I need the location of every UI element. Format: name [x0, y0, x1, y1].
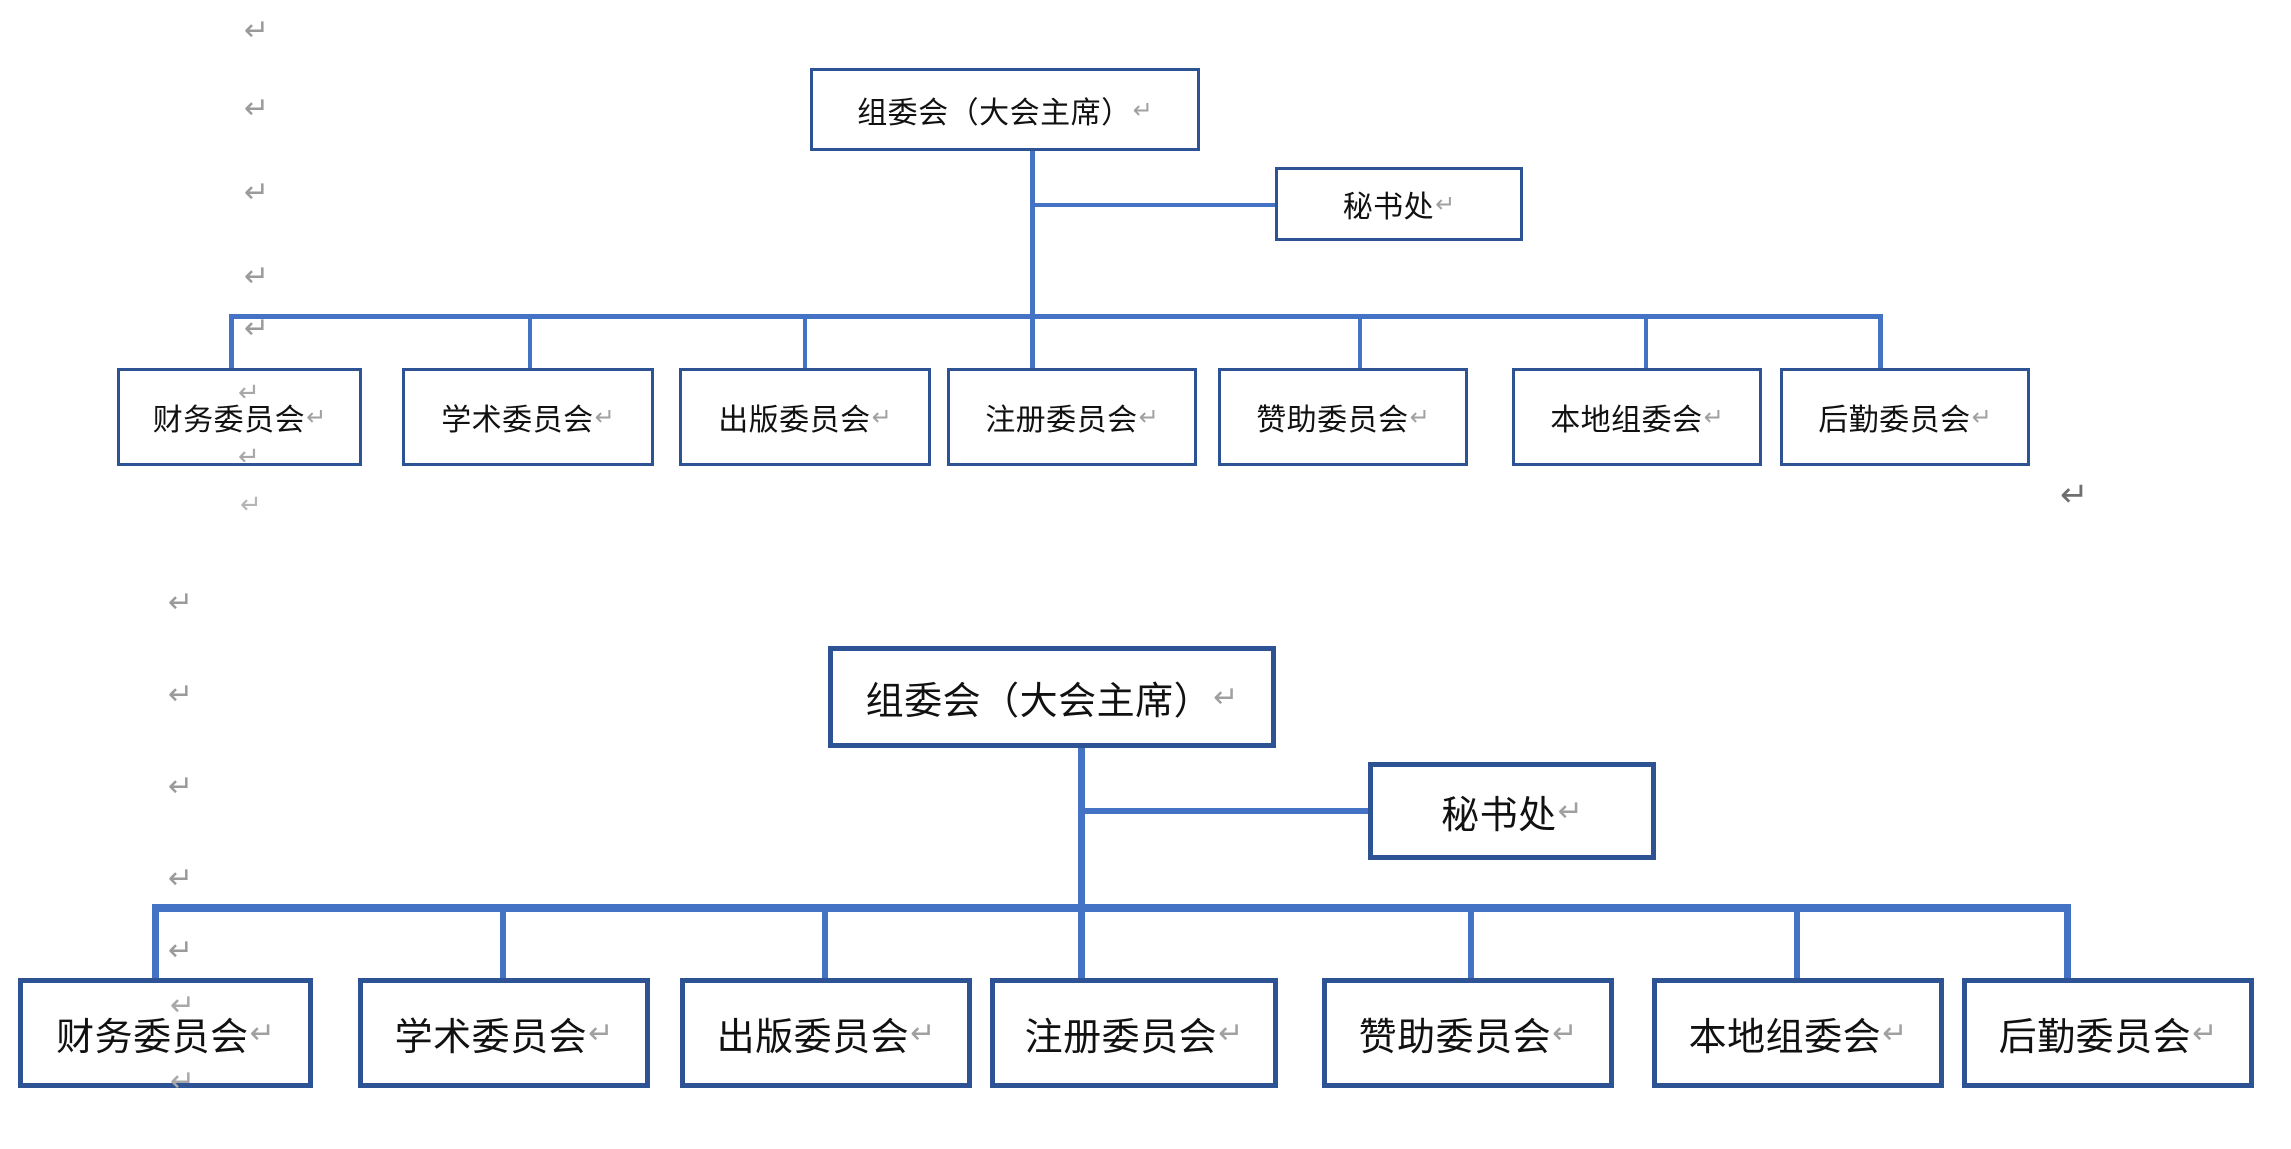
node-registration-committee[interactable]: 注册委员会 ↵ — [990, 978, 1278, 1088]
node-label: 学术委员会 — [441, 403, 594, 438]
paragraph-mark: ↵ — [1703, 403, 1724, 431]
node-label: 后勤委员会 — [1818, 403, 1971, 438]
paragraph-mark: ↵ — [871, 403, 892, 431]
paragraph-mark: ↵ — [1132, 95, 1153, 124]
paragraph-mark: ↵ — [168, 769, 194, 804]
paragraph-mark: ↵ — [2060, 475, 2089, 515]
node-academic-committee[interactable]: 学术委员会 ↵ — [402, 368, 654, 466]
connector-bus — [152, 904, 2070, 912]
node-label: 本地组委会 — [1550, 403, 1703, 438]
node-finance-committee[interactable]: 财务委员会 ↵ — [117, 368, 362, 466]
paragraph-mark: ↵ — [240, 490, 262, 520]
paragraph-mark: ↵ — [1213, 679, 1239, 715]
node-label: 注册委员会 — [1024, 1014, 1218, 1059]
connector-to-secretariat — [1085, 808, 1368, 814]
node-publication-committee[interactable]: 出版委员会 ↵ — [679, 368, 931, 466]
paragraph-mark: ↵ — [306, 403, 327, 431]
connector-drop-3 — [822, 904, 828, 980]
paragraph-mark: ↵ — [594, 403, 615, 431]
node-secretariat[interactable]: 秘书处 ↵ — [1275, 167, 1523, 241]
node-label: 财务委员会 — [152, 403, 306, 438]
node-label: 学术委员会 — [394, 1014, 588, 1059]
node-publication-committee[interactable]: 出版委员会 ↵ — [680, 978, 972, 1088]
node-label: 注册委员会 — [985, 403, 1138, 438]
paragraph-mark: ↵ — [1557, 793, 1583, 829]
node-label: 组委会（大会主席） — [857, 95, 1132, 131]
connector-drop-6 — [1644, 314, 1648, 374]
paragraph-mark: ↵ — [910, 1015, 936, 1051]
node-sponsorship-committee[interactable]: 赞助委员会 ↵ — [1218, 368, 1468, 466]
node-label: 财务委员会 — [56, 1014, 249, 1059]
paragraph-mark: ↵ — [1435, 190, 1456, 218]
connector-drop-6 — [1794, 904, 1800, 980]
paragraph-mark: ↵ — [249, 1015, 275, 1051]
node-label: 本地组委会 — [1688, 1014, 1882, 1059]
paragraph-mark: ↵ — [1138, 403, 1159, 431]
paragraph-mark: ↵ — [1218, 1015, 1244, 1051]
connector-drop-5 — [1468, 904, 1474, 980]
node-organizing-committee[interactable]: 组委会（大会主席） ↵ — [810, 68, 1200, 151]
node-logistics-committee[interactable]: 后勤委员会 ↵ — [1962, 978, 2254, 1088]
node-registration-committee[interactable]: 注册委员会 ↵ — [947, 368, 1197, 466]
connector-root-stem — [1030, 151, 1035, 318]
connector-drop-4 — [1078, 904, 1085, 980]
connector-root-stem — [1078, 748, 1085, 908]
connector-drop-3 — [803, 314, 807, 374]
paragraph-mark: ↵ — [1409, 403, 1430, 431]
connector-drop-1 — [229, 314, 234, 374]
node-logistics-committee[interactable]: 后勤委员会 ↵ — [1780, 368, 2030, 466]
node-academic-committee[interactable]: 学术委员会 ↵ — [358, 978, 650, 1088]
node-secretariat[interactable]: 秘书处 ↵ — [1368, 762, 1656, 860]
node-label: 后勤委员会 — [1998, 1014, 2192, 1059]
node-label: 出版委员会 — [718, 403, 871, 438]
node-organizing-committee[interactable]: 组委会（大会主席） ↵ — [828, 646, 1276, 748]
connector-bus — [229, 314, 1882, 319]
paragraph-mark: ↵ — [244, 175, 270, 210]
paragraph-mark: ↵ — [1971, 403, 1992, 431]
paragraph-mark: ↵ — [588, 1015, 614, 1051]
node-label: 出版委员会 — [716, 1014, 910, 1059]
connector-drop-5 — [1358, 314, 1362, 374]
node-label: 秘书处 — [1441, 792, 1557, 837]
connector-drop-4 — [1030, 314, 1035, 374]
node-label: 赞助委员会 — [1358, 1014, 1552, 1059]
node-label: 组委会（大会主席） — [865, 678, 1213, 723]
connector-drop-7 — [1878, 314, 1883, 374]
paragraph-mark: ↵ — [2192, 1015, 2218, 1051]
node-finance-committee[interactable]: 财务委员会 ↵ — [18, 978, 313, 1088]
paragraph-mark: ↵ — [168, 585, 194, 620]
node-local-committee[interactable]: 本地组委会 ↵ — [1512, 368, 1762, 466]
node-label: 秘书处 — [1342, 190, 1435, 225]
paragraph-mark: ↵ — [1552, 1015, 1578, 1051]
paragraph-mark: ↵ — [168, 677, 194, 712]
paragraph-mark: ↵ — [244, 259, 270, 294]
connector-drop-1 — [152, 904, 159, 980]
node-label: 赞助委员会 — [1256, 403, 1409, 438]
connector-drop-2 — [500, 904, 506, 980]
paragraph-mark: ↵ — [168, 861, 194, 896]
paragraph-mark: ↵ — [1882, 1015, 1908, 1051]
node-sponsorship-committee[interactable]: 赞助委员会 ↵ — [1322, 978, 1614, 1088]
paragraph-mark: ↵ — [168, 933, 194, 968]
node-local-committee[interactable]: 本地组委会 ↵ — [1652, 978, 1944, 1088]
connector-drop-2 — [528, 314, 532, 374]
paragraph-mark: ↵ — [244, 13, 270, 48]
connector-drop-7 — [2064, 904, 2071, 980]
connector-to-secretariat — [1035, 203, 1275, 207]
paragraph-mark: ↵ — [244, 91, 270, 126]
